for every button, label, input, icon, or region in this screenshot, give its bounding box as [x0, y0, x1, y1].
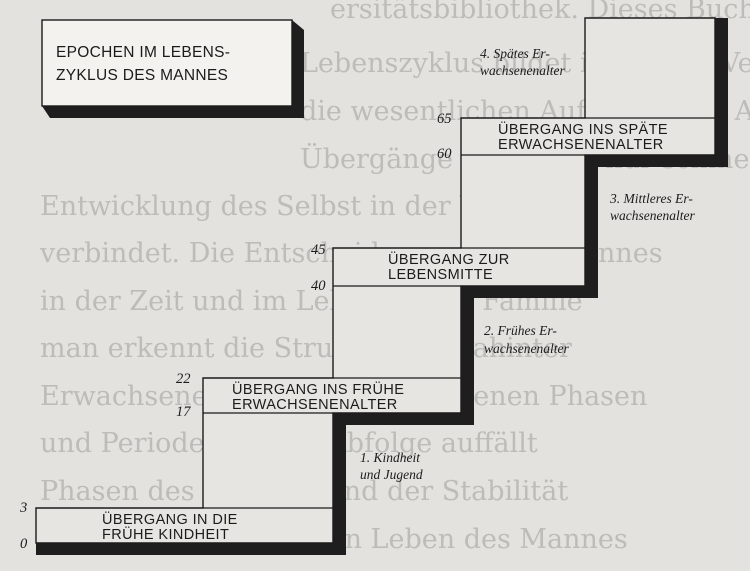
age-markers: 3 0 22 17 45 40 65 60 — [19, 111, 452, 552]
epoch-3-line-2: wachsenenalter — [610, 208, 695, 223]
title-block-box — [41, 19, 293, 107]
age-label-0: 0 — [20, 536, 28, 552]
transition-4-line-1: ÜBERGANG INS SPÄTE — [498, 120, 668, 138]
transition-labels: ÜBERGANG IN DIE FRÜHE KINDHEIT ÜBERGANG … — [102, 120, 668, 543]
transition-3-line-2: LEBENSMITTE — [388, 267, 493, 283]
staircase-shadow — [36, 18, 728, 555]
age-label-65: 65 — [437, 111, 452, 127]
transition-2-line-1: ÜBERGANG INS FRÜHE — [232, 380, 404, 398]
transition-2-line-2: ERWACHSENENALTER — [232, 397, 398, 413]
epoch-3-line-1: 3. Mittleres Er- — [609, 191, 693, 206]
transition-dividers — [203, 117, 715, 509]
title-line-1: EPOCHEN IM LEBENS- — [56, 44, 230, 61]
transition-4-line-2: ERWACHSENENALTER — [498, 137, 664, 153]
staircase — [35, 17, 728, 555]
transition-1-line-2: FRÜHE KINDHEIT — [102, 525, 229, 543]
epoch-1-line-2: und Jugend — [360, 467, 423, 482]
title-block-shadow — [42, 20, 304, 118]
transition-1-line-1: ÜBERGANG IN DIE — [102, 510, 238, 528]
title-block: EPOCHEN IM LEBENS- ZYKLUS DES MANNES — [41, 19, 304, 118]
svg-text:man erkennt die Struktur, die: man erkennt die Struktur, die dahinter — [40, 333, 572, 364]
age-label-45: 45 — [311, 242, 326, 258]
epoch-4-line-1: 4. Spätes Er- — [480, 46, 550, 61]
age-label-3: 3 — [19, 500, 27, 516]
age-label-40: 40 — [311, 278, 326, 294]
age-label-22: 22 — [176, 371, 191, 387]
epoch-4-line-2: wachsenenalter — [480, 63, 565, 78]
age-label-17: 17 — [176, 404, 191, 420]
epoch-2-line-1: 2. Frühes Er- — [484, 323, 557, 338]
epoch-labels: 1. Kindheit und Jugend 2. Frühes Er- wac… — [360, 46, 695, 482]
transition-3-line-1: ÜBERGANG ZUR — [388, 250, 510, 268]
age-label-60: 60 — [437, 146, 452, 162]
title-line-2: ZYKLUS DES MANNES — [56, 67, 228, 84]
epoch-2-line-2: wachsenenalter — [484, 341, 569, 356]
epoch-1-line-1: 1. Kindheit — [360, 450, 421, 465]
